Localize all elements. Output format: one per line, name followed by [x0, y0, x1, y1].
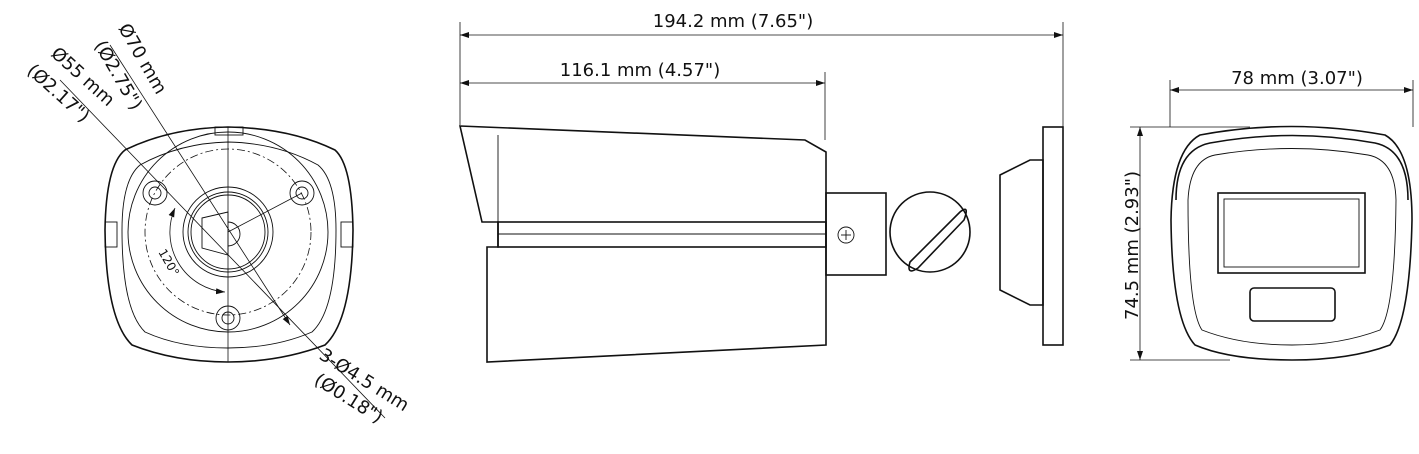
height-label: 74.5 mm (2.93"): [1122, 171, 1143, 320]
side-view: 194.2 mm (7.65") 116.1 mm (4.57"): [458, 11, 1064, 363]
rear-view: 78 mm (3.07") 74.5 mm (2.93"): [1122, 68, 1414, 361]
front-view: Ø70 mm (Ø2.75") Ø55 mm (Ø2.17") 120° 3-Ø…: [23, 20, 413, 428]
total-length-label: 194.2 mm (7.65"): [653, 11, 813, 32]
body-length-label: 116.1 mm (4.57"): [560, 60, 720, 81]
width-label: 78 mm (3.07"): [1231, 68, 1363, 89]
